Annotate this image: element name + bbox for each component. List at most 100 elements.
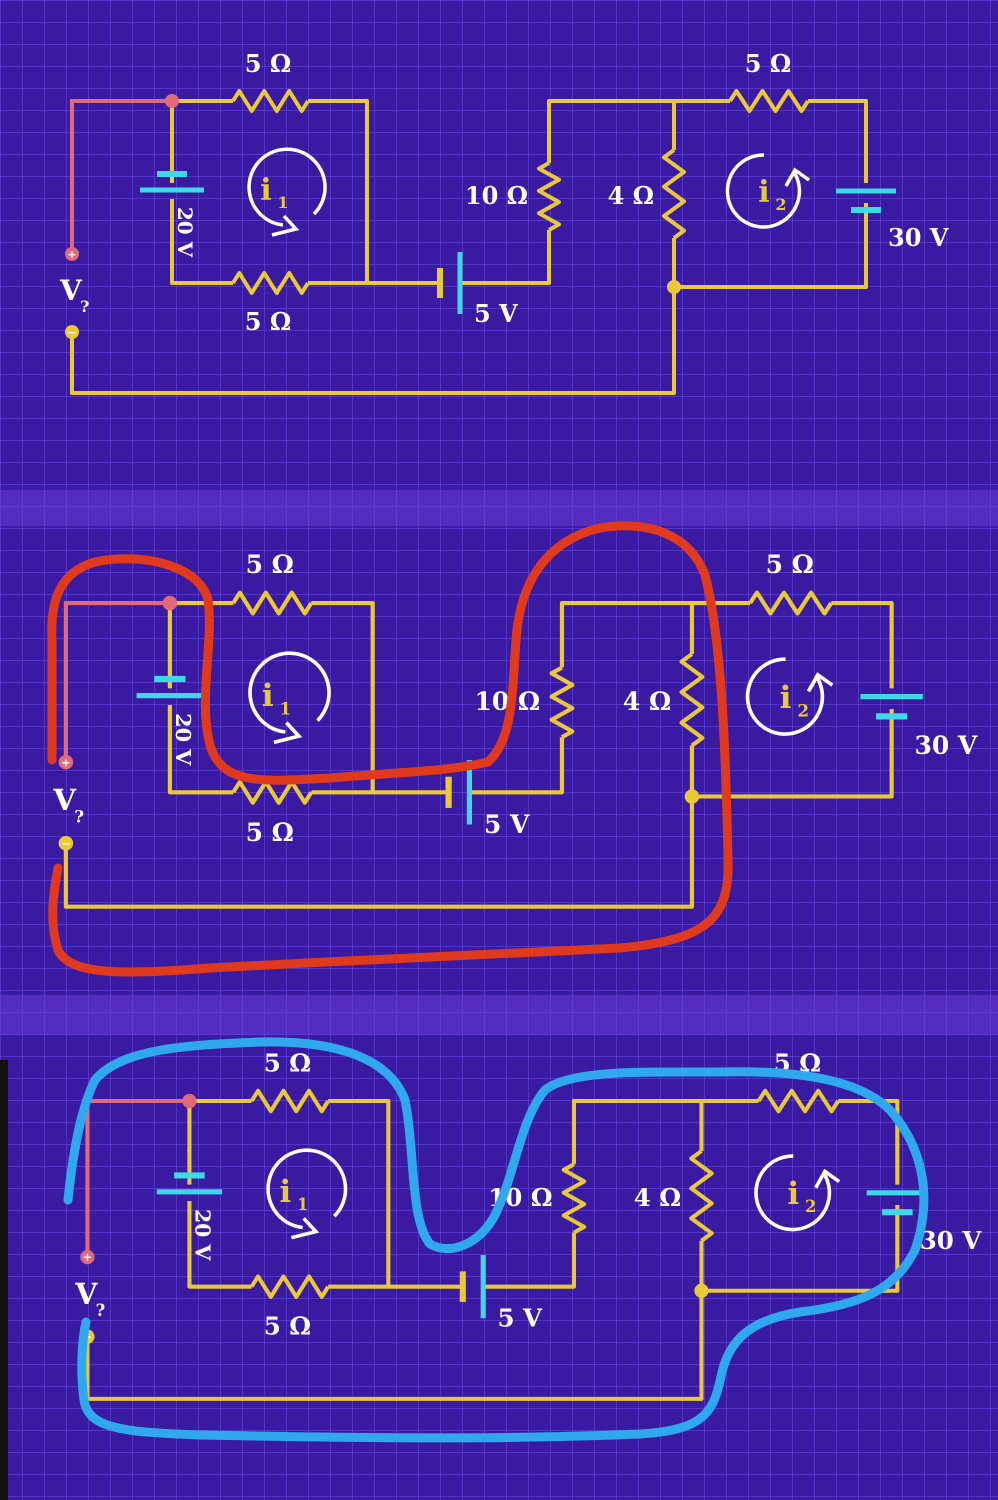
voltmeter-plus-terminal xyxy=(65,247,79,261)
resistor-middle xyxy=(549,665,575,740)
label-mesh-2-sub: 2 xyxy=(775,195,786,214)
voltmeter-minus-terminal xyxy=(65,325,79,339)
label-r-bottom-left: 5 Ω xyxy=(264,1312,311,1341)
label-mesh-1: i xyxy=(280,1174,292,1210)
mesh-2-arrowhead-icon xyxy=(806,672,834,693)
wire-11 xyxy=(85,1240,704,1401)
resistor-middle xyxy=(561,1162,587,1235)
label-battery-right: 30 V xyxy=(920,1226,983,1255)
node-top-left xyxy=(165,94,179,108)
label-mesh-1-sub: 1 xyxy=(277,193,288,212)
label-r-bottom-left: 5 Ω xyxy=(246,818,294,847)
voltmeter-plus-terminal xyxy=(58,754,74,770)
mesh-2-arrowhead-icon xyxy=(814,1168,841,1189)
node-bottom-right xyxy=(694,1283,709,1298)
mesh-1-arrowhead-icon xyxy=(271,214,300,237)
resistor-top-left xyxy=(249,1088,330,1114)
label-battery-left: 20 V xyxy=(191,1209,215,1261)
label-mesh-2-sub: 2 xyxy=(805,1197,816,1216)
label-mesh-2: i xyxy=(758,175,769,210)
label-r-middle: 10 Ω xyxy=(465,181,528,210)
resistor-middle xyxy=(537,161,561,232)
label-r-top-right: 5 Ω xyxy=(766,550,814,579)
mesh-1-arrowhead-icon xyxy=(273,721,303,745)
mesh-2-arrow xyxy=(745,657,825,736)
resistor-bottom-left xyxy=(249,1274,330,1299)
minus-sign: − xyxy=(61,836,71,850)
label-voltmeter-sub: ? xyxy=(96,1301,106,1320)
label-r-top-left: 5 Ω xyxy=(246,550,294,579)
node-bottom-right xyxy=(684,789,700,804)
probe-wire xyxy=(70,99,172,252)
mesh-1-arrow xyxy=(247,147,327,227)
label-battery-middle: 5 V xyxy=(484,810,530,839)
wire-8 xyxy=(808,99,868,183)
resistor-right-shunt xyxy=(689,1149,714,1243)
wire-4 xyxy=(167,704,234,795)
resistor-top-right xyxy=(748,590,834,616)
label-mesh-1-sub: 1 xyxy=(297,1195,308,1214)
wire-6 xyxy=(469,737,565,795)
label-battery-middle: 5 V xyxy=(474,299,518,328)
node-top-left xyxy=(182,1093,197,1109)
mesh-1-arrowhead-icon xyxy=(291,1217,320,1240)
label-voltmeter-sub: ? xyxy=(74,806,84,826)
resistor-top-right xyxy=(728,89,810,113)
plus-sign: + xyxy=(61,755,71,769)
wire-7 xyxy=(571,1098,759,1165)
wire-11 xyxy=(70,238,676,395)
wire-2 xyxy=(308,99,369,283)
label-battery-right: 30 V xyxy=(915,731,978,760)
label-voltmeter: V xyxy=(52,783,76,817)
label-voltmeter: V xyxy=(74,1277,98,1311)
label-mesh-1: i xyxy=(260,173,271,208)
panel-divider-1 xyxy=(0,490,998,526)
label-mesh-2-sub: 2 xyxy=(797,700,809,720)
resistor-bottom-left xyxy=(231,779,314,805)
mesh-1-arrow xyxy=(248,651,331,734)
mesh-1-arrow xyxy=(266,1148,348,1230)
wire-6 xyxy=(460,230,551,285)
label-r-bottom-left: 5 Ω xyxy=(245,307,291,336)
wire-2 xyxy=(328,1098,391,1287)
label-voltmeter: V xyxy=(59,274,83,307)
voltmeter-minus-terminal xyxy=(58,836,74,851)
mesh-2-arrowhead-icon xyxy=(784,167,811,187)
wire-11 xyxy=(63,745,695,909)
label-battery-right: 30 V xyxy=(888,223,949,252)
blue-loop-annotation xyxy=(63,1037,929,1443)
label-r-right-shunt: 4 Ω xyxy=(608,181,654,210)
wire-9 xyxy=(691,709,894,799)
label-voltmeter-sub: ? xyxy=(80,297,89,316)
plus-sign: + xyxy=(83,1251,92,1264)
label-battery-left: 20 V xyxy=(173,207,197,258)
resistor-bottom-left xyxy=(231,271,310,295)
label-mesh-1: i xyxy=(262,678,274,714)
minus-sign: − xyxy=(67,326,76,339)
wire-7 xyxy=(559,600,751,668)
probe-wire xyxy=(63,600,170,761)
node-top-left xyxy=(162,595,178,611)
node-bottom-right xyxy=(667,280,681,294)
wire-9 xyxy=(674,203,868,289)
left-edge-strip xyxy=(0,1060,8,1500)
label-battery-left: 20 V xyxy=(171,713,196,766)
wire-4 xyxy=(187,1200,252,1289)
panel-divider-2 xyxy=(0,995,998,1035)
resistor-right-shunt xyxy=(662,148,686,240)
label-r-top-left: 5 Ω xyxy=(245,49,291,78)
wire-8 xyxy=(831,600,894,689)
wire-8 xyxy=(838,1098,900,1185)
label-r-top-left: 5 Ω xyxy=(264,1048,311,1077)
resistor-top-left xyxy=(231,89,310,113)
resistor-top-right xyxy=(756,1088,840,1114)
mesh-2-arrow xyxy=(754,1154,832,1232)
mesh-2-arrow xyxy=(725,153,802,229)
wire-4 xyxy=(170,199,233,285)
plus-sign: + xyxy=(67,248,76,261)
wire-6 xyxy=(483,1232,577,1289)
label-r-right-shunt: 4 Ω xyxy=(634,1183,681,1212)
